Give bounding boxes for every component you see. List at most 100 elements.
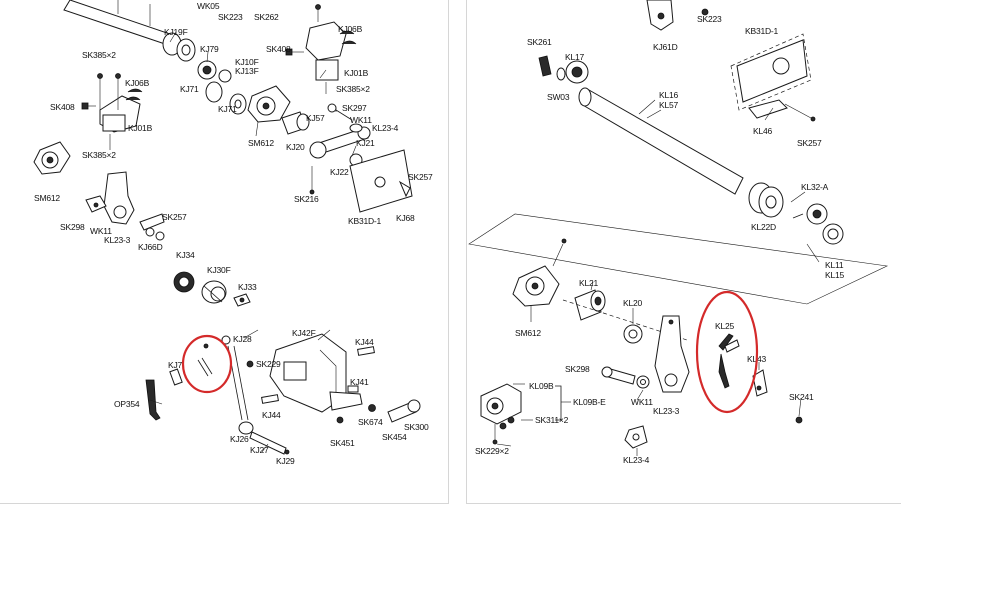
kl43-plate — [752, 369, 768, 397]
label: KJ61D — [653, 42, 678, 52]
label: KJ34 — [176, 250, 195, 260]
label: SK262 — [254, 12, 279, 22]
label: SK229×2 — [475, 446, 509, 456]
sk298-screw — [601, 366, 636, 385]
label: KJ68 — [396, 213, 415, 223]
label: KL23-3 — [653, 406, 680, 416]
leader-lines-right — [496, 99, 820, 456]
kl17-washer — [556, 60, 589, 84]
label: KJ22 — [330, 167, 349, 177]
kl25-spring — [718, 333, 740, 389]
label: KJ66D — [138, 242, 163, 252]
label: KL23-4 — [372, 123, 399, 133]
label: KL11 — [825, 260, 844, 270]
label: KL15 — [825, 270, 845, 280]
label: KJ28 — [233, 334, 252, 344]
kj20-bushing — [281, 111, 310, 135]
leader-lines — [149, 31, 357, 405]
label: OP354 — [114, 399, 140, 409]
highlight-circle-kl25 — [695, 290, 759, 414]
label: SK298 — [565, 364, 590, 374]
kj7-pin — [197, 343, 213, 377]
label: KL22D — [751, 222, 776, 232]
label: SK241 — [789, 392, 814, 402]
label: KJ26 — [230, 434, 249, 444]
label: KL09B — [529, 381, 554, 391]
label: KB31D-1 — [745, 26, 779, 36]
label: WK11 — [90, 226, 112, 236]
left-exploded-view: WK05 SK223 SK262 KJ06B KJ19F KJ79 SK408 … — [33, 0, 433, 466]
sm612-left — [33, 141, 71, 175]
sk261-screw — [538, 55, 552, 77]
left-labels: WK05 SK223 SK262 KJ06B KJ19F KJ79 SK408 … — [34, 1, 433, 466]
label: KJ44 — [262, 410, 281, 420]
label: KB31D-1 — [348, 216, 382, 226]
label: KL16 — [659, 90, 679, 100]
kl20-washer — [623, 324, 643, 344]
label: SK454 — [382, 432, 407, 442]
label: SK385×2 — [82, 50, 116, 60]
right-exploded-view: SK223 KJ61D KB31D-1 SK261 KL17 SW03 KL16… — [468, 0, 889, 465]
sk229-screw — [246, 360, 254, 368]
left-crank-assembly — [81, 73, 143, 150]
label: SK229 — [256, 359, 281, 369]
kb31d-1-plate-right — [730, 33, 816, 122]
label: KJ41 — [350, 377, 369, 387]
label: KJ7 — [168, 360, 183, 370]
right-crank-assembly — [285, 4, 357, 94]
label: KL17 — [565, 52, 585, 62]
kj61d-bracket — [646, 0, 709, 31]
label: KJ44 — [355, 337, 374, 347]
kj30f-cam — [201, 280, 227, 304]
kj71-collars — [205, 81, 247, 115]
kl23-3-left-lever — [85, 171, 165, 241]
label: KJ27 — [250, 445, 269, 455]
label: KL25 — [715, 321, 735, 331]
label: KJ79 — [200, 44, 219, 54]
label: SK257 — [162, 212, 187, 222]
label: KL09B-E — [573, 397, 606, 407]
label: SK257 — [797, 138, 822, 148]
dashed-frame — [468, 213, 889, 305]
label: SK216 — [294, 194, 319, 204]
kj27-kj29-rod — [249, 431, 290, 455]
wk11-washer — [636, 375, 650, 389]
label: KL23-4 — [623, 455, 650, 465]
kj19f-collar — [162, 32, 196, 62]
kj26-arm — [169, 335, 254, 435]
right-diagram-panel: SK223 KJ61D KB31D-1 SK261 KL17 SW03 KL16… — [466, 0, 901, 504]
label: KJ01B — [344, 68, 369, 78]
kj34-gear — [173, 271, 195, 293]
label: KL32-A — [801, 182, 829, 192]
label: SK261 — [527, 37, 552, 47]
label: KJ01B — [128, 123, 153, 133]
label: KL23-3 — [104, 235, 131, 245]
sk297-screw — [327, 103, 363, 133]
label: SK223 — [697, 14, 722, 24]
label: KJ21 — [356, 138, 375, 148]
label: SK408 — [266, 44, 291, 54]
label: KJ57 — [306, 113, 325, 123]
label: SK408 — [50, 102, 75, 112]
label: KJ19F — [164, 27, 188, 37]
label: SK300 — [404, 422, 429, 432]
sm612-right — [512, 238, 567, 322]
kl09b-assembly — [480, 383, 571, 445]
kj44-blocks — [261, 346, 375, 404]
op354-wrench — [145, 379, 161, 421]
label: KJ30F — [207, 265, 231, 275]
label: SK385×2 — [336, 84, 370, 94]
label: SK298 — [60, 222, 85, 232]
kj79-washer — [197, 60, 232, 83]
label: SK223 — [218, 12, 243, 22]
label: SM612 — [34, 193, 60, 203]
label: KJ06B — [125, 78, 150, 88]
left-diagram-panel: WK05 SK223 SK262 KJ06B KJ19F KJ79 SK408 … — [0, 0, 449, 504]
label: SK385×2 — [82, 150, 116, 160]
label: KJ10F — [235, 57, 259, 67]
kl23-3-right-lever — [654, 315, 690, 393]
label: KJ29 — [276, 456, 295, 466]
kj33-nut — [233, 293, 251, 307]
label: SK257 — [408, 172, 433, 182]
label: SK451 — [330, 438, 355, 448]
